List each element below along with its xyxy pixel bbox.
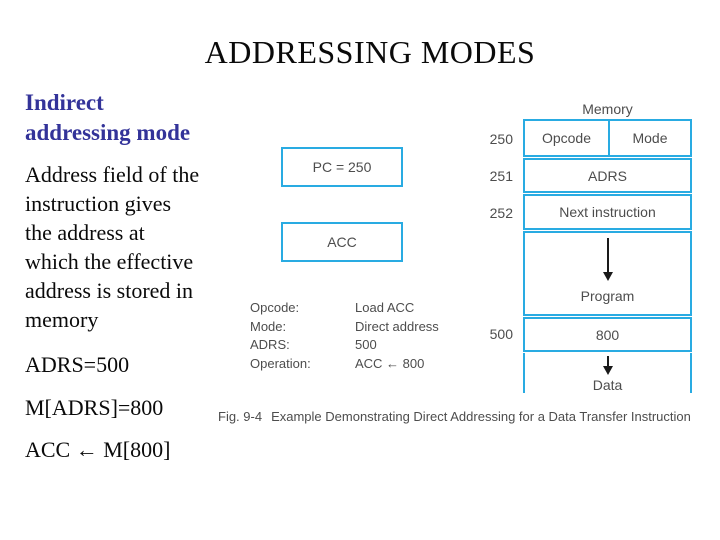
instruction-info-block: Opcode: Load ACC Mode: Direct address AD… [250, 299, 439, 373]
data-label: Data [592, 377, 623, 393]
figure-caption: Fig. 9-4 Example Demonstrating Direct Add… [218, 409, 691, 424]
acc-register-label: ACC [327, 234, 357, 250]
memory-data-section: Data [523, 353, 692, 393]
acc-register-box: ACC [281, 222, 403, 262]
equation-acc: ACC ← M[800] [25, 437, 171, 462]
info-label: Operation: [250, 355, 311, 371]
address-label-250: 250 [489, 131, 513, 147]
equation-m-adrs: M[ADRS]=800 [25, 395, 164, 420]
pc-register-box: PC = 250 [281, 147, 403, 187]
section-heading: Indirect addressing mode [25, 90, 191, 145]
info-label: Mode: [250, 318, 287, 334]
address-label-252: 252 [489, 205, 513, 221]
info-value: 500 [355, 337, 377, 352]
equation-adrs: ADRS=500 [25, 352, 130, 377]
down-arrow-icon [602, 356, 613, 375]
memory-row-251: ADRS [523, 158, 692, 193]
info-row-operation: Operation: ACC ← 800 [250, 355, 439, 374]
memory-row-500: 800 [523, 317, 692, 352]
cell-next-instruction-label: Next instruction [559, 204, 656, 220]
info-row-mode: Mode: Direct address [250, 318, 439, 337]
figure-number: Fig. 9-4 [218, 409, 263, 424]
memory-diagram-title: Memory [582, 101, 633, 117]
figure-caption-text: Example Demonstrating Direct Addressing … [271, 409, 691, 424]
memory-row-252: Next instruction [523, 194, 692, 230]
info-label: Opcode: [250, 300, 300, 315]
down-arrow-icon [602, 238, 613, 281]
cell-800-label: 800 [595, 326, 620, 343]
pc-register-label: PC = 250 [312, 159, 372, 175]
slide-title: ADDRESSING MODES [204, 34, 536, 70]
info-row-opcode: Opcode: Load ACC [250, 299, 439, 318]
memory-program-section: Program [523, 231, 692, 316]
address-label-500: 500 [489, 326, 513, 342]
cell-mode: Mode [632, 130, 668, 146]
description-paragraph: Address field of the instruction gives t… [25, 162, 200, 332]
info-row-adrs: ADRS: 500 [250, 336, 439, 355]
cell-adrs-label: ADRS [588, 167, 627, 184]
info-value: Load ACC [355, 300, 415, 315]
cell-opcode: Opcode [525, 121, 610, 155]
info-value: Direct address [355, 318, 439, 334]
memory-diagram: Opcode Mode ADRS Next instruction Progra… [523, 119, 692, 393]
program-label: Program [580, 288, 635, 304]
memory-row-250: Opcode Mode [523, 119, 692, 157]
address-label-251: 251 [489, 168, 513, 184]
info-value: ACC ← 800 [355, 355, 425, 371]
info-label: ADRS: [250, 337, 290, 352]
